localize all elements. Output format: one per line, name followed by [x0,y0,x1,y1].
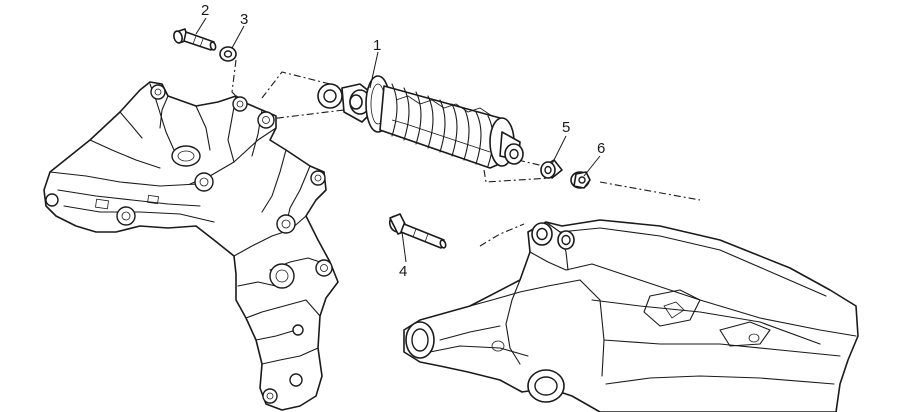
callout-1: 1 [373,37,381,54]
callout-labels: 1 2 3 4 5 6 [201,2,605,280]
leader-lines [195,17,601,263]
nut-part-3[interactable] [219,46,237,62]
swingarm[interactable] [403,219,859,412]
shock-absorber-part-1[interactable] [317,75,524,169]
callout-6: 6 [597,140,605,157]
callout-3: 3 [240,11,248,28]
callout-4: 4 [399,263,407,280]
frame-bracket[interactable] [43,81,339,411]
alignment-lines [231,59,701,247]
bolt-part-4[interactable] [388,213,447,249]
spacer-part-5[interactable] [540,159,563,179]
callout-2: 2 [201,2,209,19]
callout-5: 5 [562,119,570,136]
bolt-part-2[interactable] [173,28,217,51]
nut-part-6[interactable] [570,171,591,189]
